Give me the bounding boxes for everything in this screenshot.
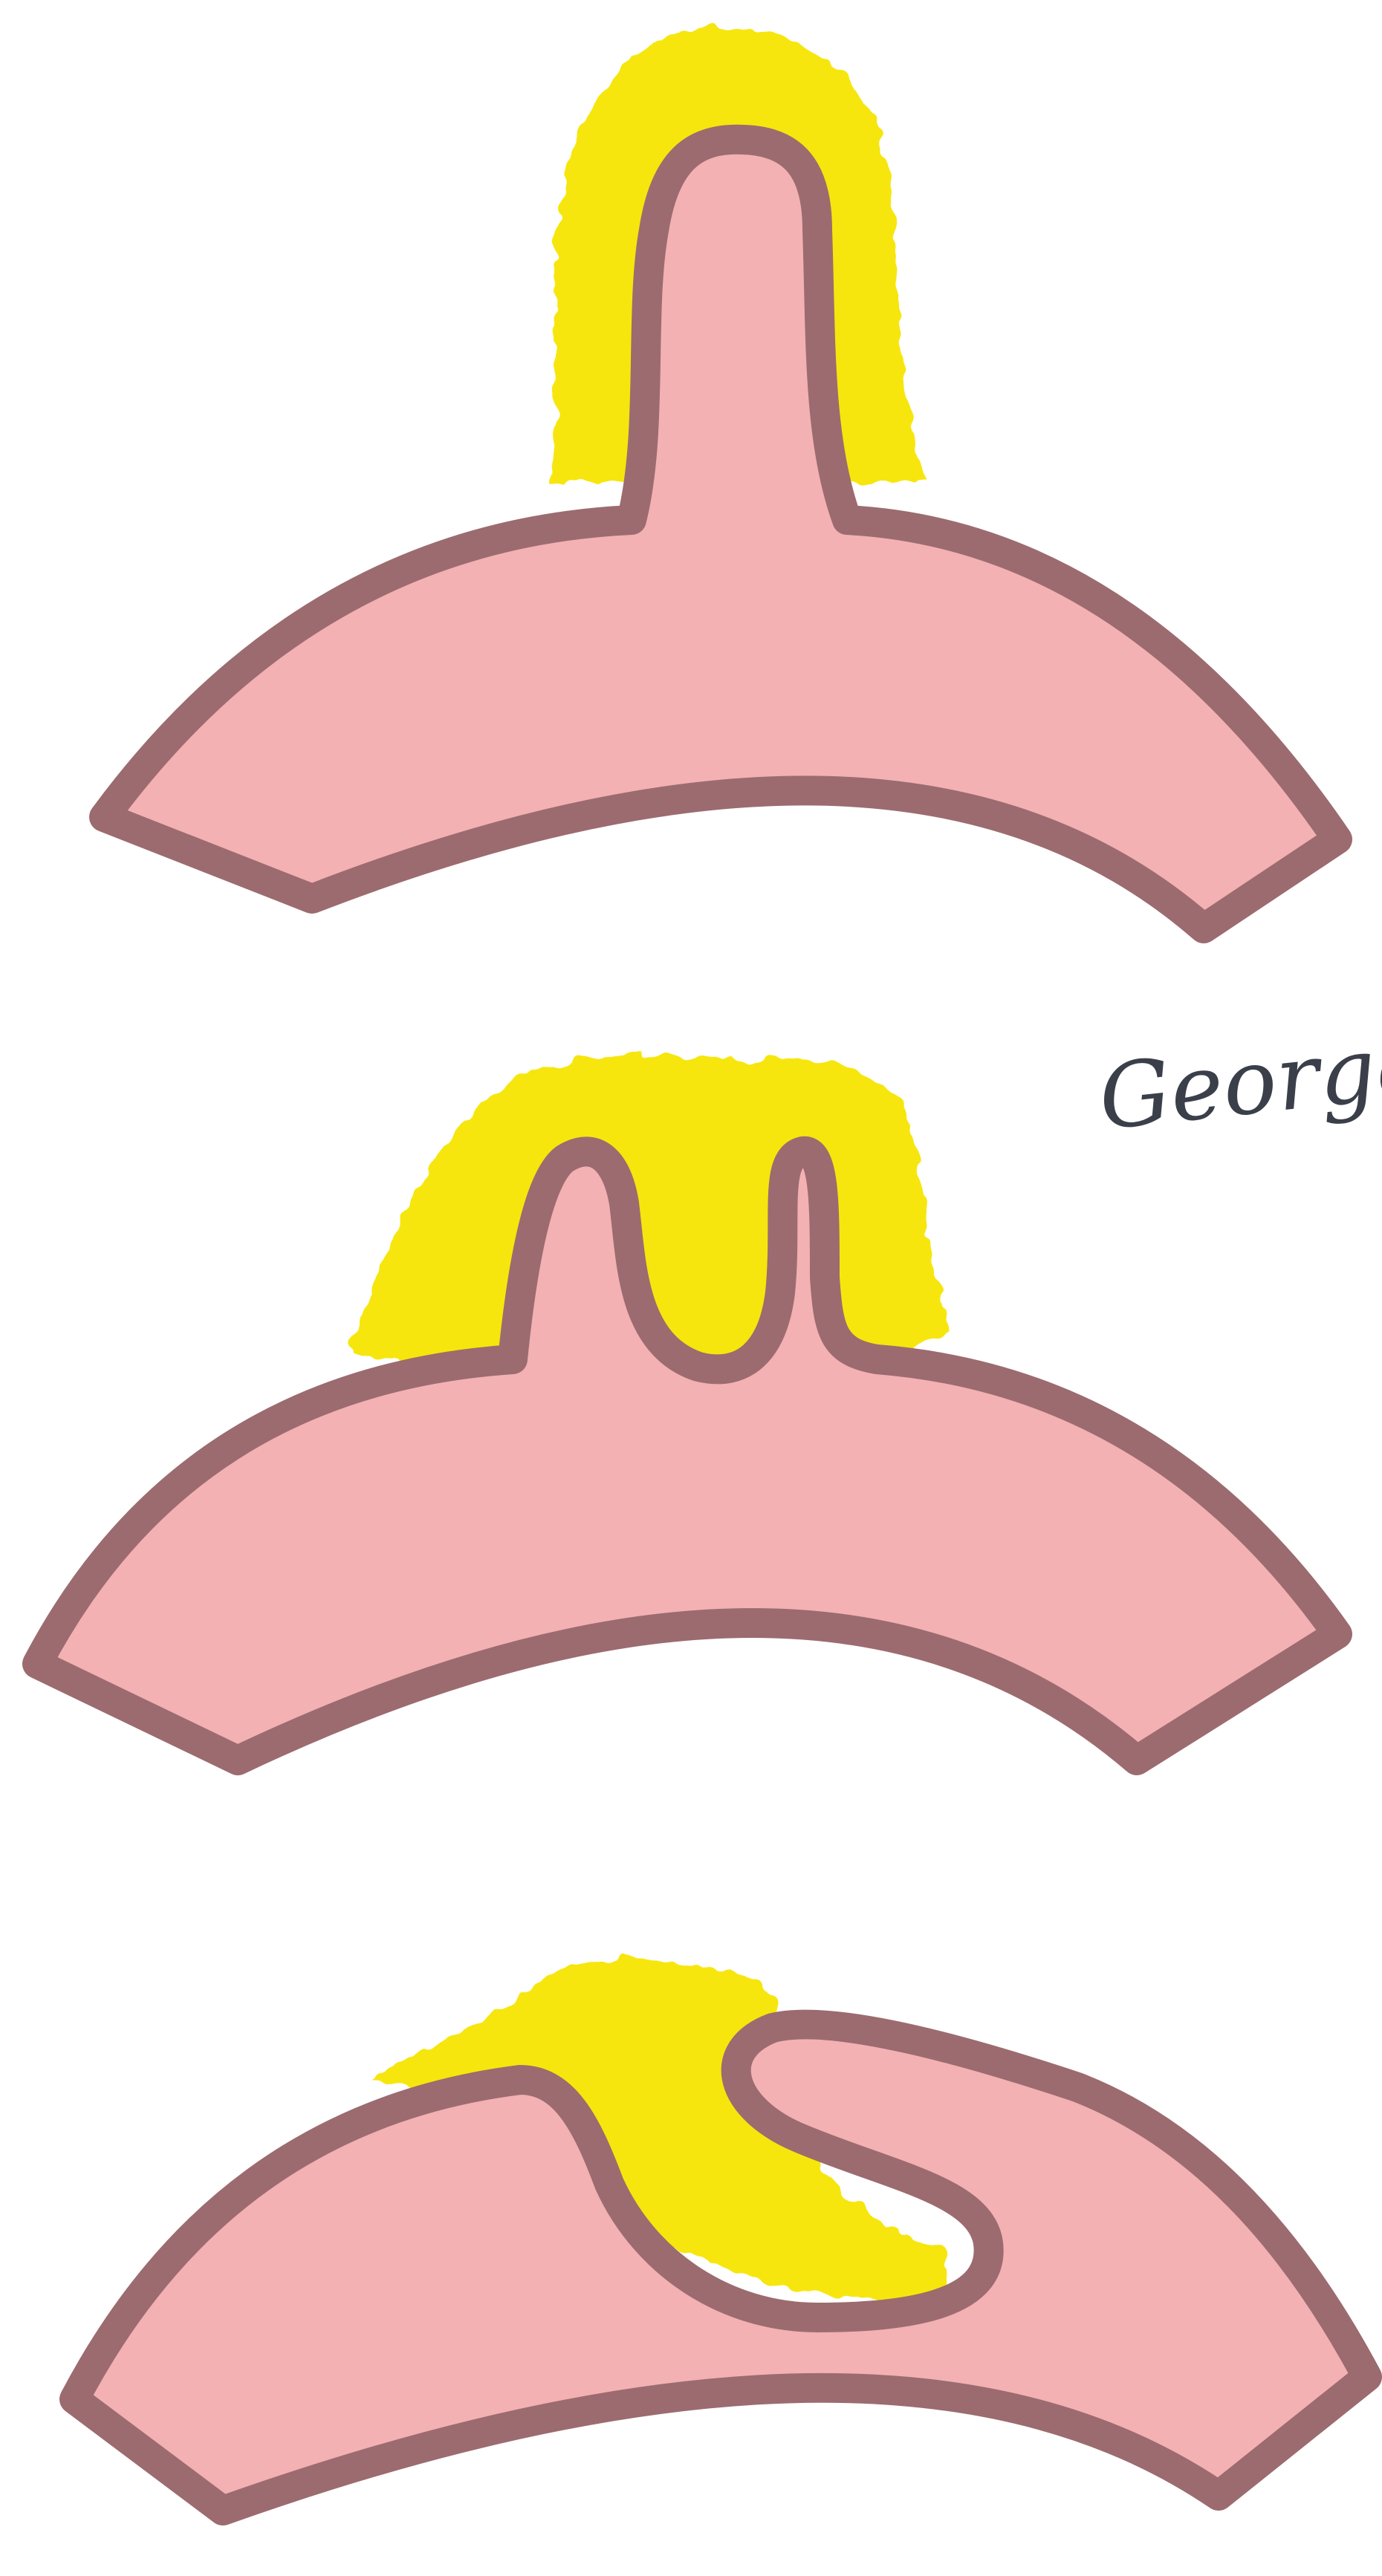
artist-signature: GeorgeR xyxy=(1094,1006,1382,1150)
panel-1-single-fold xyxy=(104,26,1337,928)
signature-svg: GeorgeR xyxy=(1092,1003,1382,1166)
panel-1-tissue-body xyxy=(104,140,1337,928)
panel-3-curled-fold xyxy=(74,1959,1367,2511)
